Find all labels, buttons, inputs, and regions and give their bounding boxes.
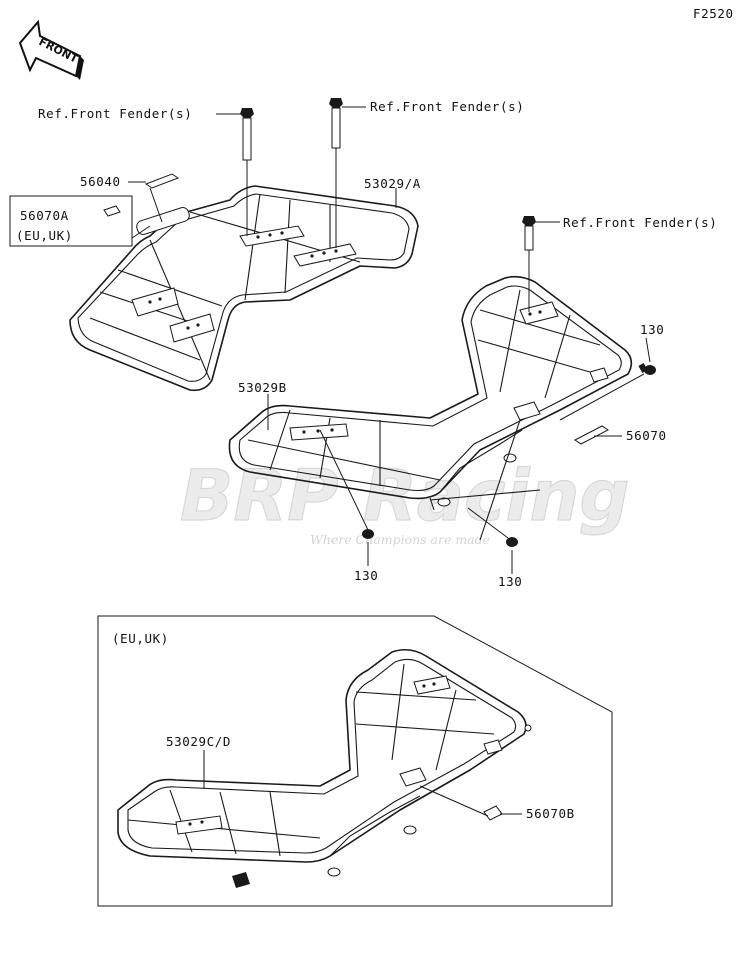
rear-carrier-53029CD bbox=[117, 648, 532, 888]
pad-56040 bbox=[128, 173, 180, 223]
label-ref-front-fender-2: Ref.Front Fender(s) bbox=[370, 99, 524, 114]
pad-56070B bbox=[419, 785, 522, 821]
page-code: F2520 bbox=[693, 6, 734, 21]
label-130-bottom-left: 130 bbox=[354, 568, 378, 583]
watermark: BRP Racing Where Champions are made bbox=[179, 454, 630, 547]
bolt-130-bottom-left bbox=[319, 429, 374, 539]
front-arrow-icon: FRONT bbox=[18, 19, 84, 80]
label-56040: 56040 bbox=[80, 174, 121, 189]
label-eu-uk-2: (EU,UK) bbox=[112, 631, 169, 646]
label-56070: 56070 bbox=[626, 428, 667, 443]
bolt-top-left-2 bbox=[329, 98, 343, 248]
label-53029B: 53029B bbox=[238, 380, 287, 395]
label-56070A: 56070A bbox=[20, 208, 69, 223]
box-56070A bbox=[9, 195, 151, 247]
front-carrier-53029A bbox=[69, 185, 419, 392]
bolt-130-bottom-right bbox=[467, 507, 518, 547]
bolt-top-left-1 bbox=[240, 108, 254, 236]
watermark-tagline: Where Champions are made bbox=[310, 532, 490, 547]
label-53029CD: 53029C/D bbox=[166, 734, 231, 749]
watermark-logo: BRP Racing bbox=[180, 455, 630, 537]
label-eu-uk-1: (EU,UK) bbox=[16, 228, 73, 243]
label-ref-front-fender-1: Ref.Front Fender(s) bbox=[38, 106, 192, 121]
bolt-middle-rack bbox=[522, 216, 536, 312]
bolt-130-right bbox=[559, 363, 656, 421]
label-ref-front-fender-3: Ref.Front Fender(s) bbox=[563, 215, 717, 230]
pad-56070 bbox=[574, 425, 622, 445]
label-56070B: 56070B bbox=[526, 806, 575, 821]
label-130-bottom-right: 130 bbox=[498, 574, 522, 589]
label-53029A: 53029/A bbox=[364, 176, 421, 191]
rear-carrier-53029B bbox=[228, 275, 633, 541]
region-box-eu-uk bbox=[97, 615, 613, 907]
label-130-right: 130 bbox=[640, 322, 664, 337]
